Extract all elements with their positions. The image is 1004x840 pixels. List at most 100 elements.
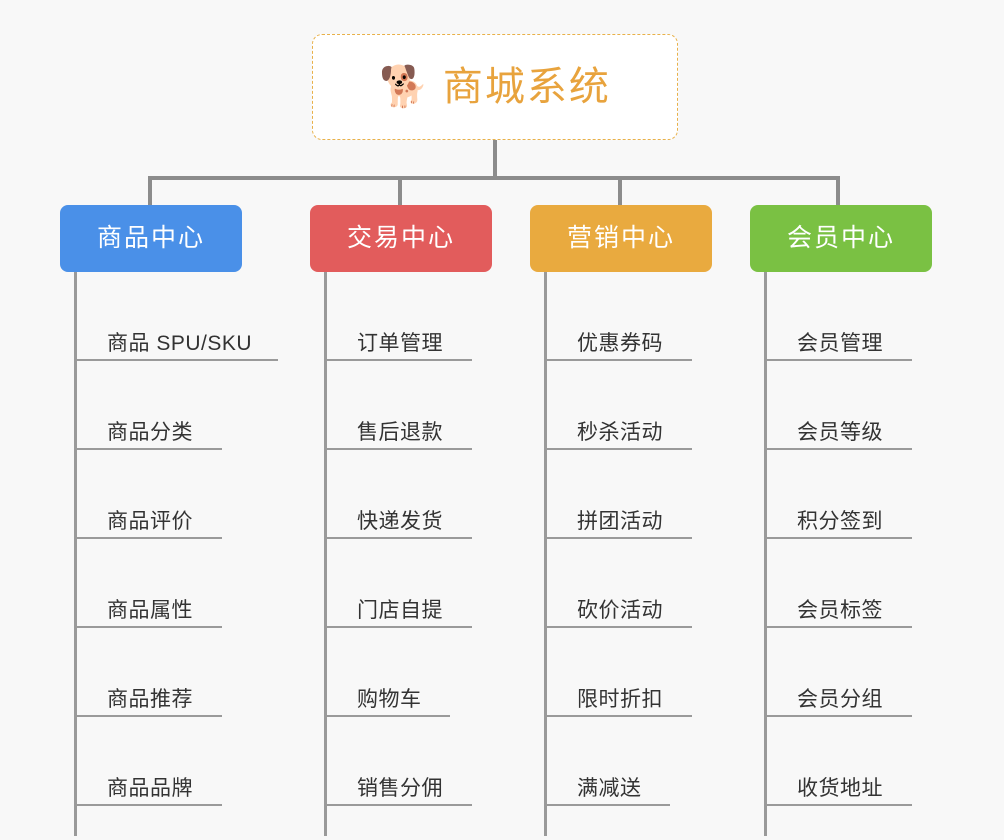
connector-drop-2 [398, 176, 402, 206]
leaf-item[interactable]: 商品评价 [74, 450, 304, 539]
leaf-underline [764, 804, 912, 806]
connector-drop-3 [618, 176, 622, 206]
category-header-1[interactable]: 商品中心 [60, 205, 242, 272]
leaf-item-label: 满减送 [577, 776, 642, 800]
leaf-underline [764, 626, 912, 628]
branch-spine-1 [74, 272, 77, 836]
leaf-item[interactable]: 售后退款 [324, 361, 554, 450]
leaf-underline [324, 804, 472, 806]
category-header-label: 营销中心 [566, 224, 675, 252]
leaf-item[interactable]: 收货地址 [764, 717, 994, 806]
leaf-item-label: 商品推荐 [107, 687, 193, 711]
leaf-item[interactable]: 会员等级 [764, 361, 994, 450]
leaf-list-2: 订单管理 售后退款 快递发货 门店自提 购物车 销售分佣 [324, 272, 554, 806]
category-column-4: 会员中心 会员管理 会员等级 积分签到 会员标签 会员分组 [750, 205, 932, 836]
leaf-item-label: 售后退款 [357, 420, 443, 444]
leaf-item[interactable]: 商品推荐 [74, 628, 304, 717]
leaf-underline [764, 359, 912, 361]
leaf-item[interactable]: 商品品牌 [74, 717, 304, 806]
leaf-underline [74, 537, 222, 539]
category-column-3: 营销中心 优惠券码 秒杀活动 拼团活动 砍价活动 限时折扣 [530, 205, 712, 836]
category-column-1: 商品中心 商品 SPU/SKU 商品分类 商品评价 商品属性 商品推荐 [60, 205, 278, 836]
category-column-2: 交易中心 订单管理 售后退款 快递发货 门店自提 购物车 [310, 205, 492, 836]
category-header-label: 会员中心 [786, 224, 895, 252]
leaf-item[interactable]: 订单管理 [324, 272, 554, 361]
leaf-underline [324, 537, 472, 539]
leaf-item[interactable]: 砍价活动 [544, 539, 774, 628]
connector-horizontal-bus [150, 176, 840, 180]
leaf-list-1: 商品 SPU/SKU 商品分类 商品评价 商品属性 商品推荐 商品品牌 [74, 272, 304, 806]
leaf-item[interactable]: 购物车 [324, 628, 554, 717]
leaf-item-label: 购物车 [357, 687, 422, 711]
leaf-item[interactable]: 商品属性 [74, 539, 304, 628]
leaf-item[interactable]: 商品分类 [74, 361, 304, 450]
leaf-item[interactable]: 门店自提 [324, 539, 554, 628]
branch-spine-3 [544, 272, 547, 836]
leaf-item-label: 商品品牌 [107, 776, 193, 800]
leaf-underline [764, 448, 912, 450]
leaf-underline [764, 715, 912, 717]
leaf-underline [544, 626, 692, 628]
leaf-underline [544, 804, 670, 806]
leaf-underline [544, 359, 692, 361]
leaf-item-label: 快递发货 [357, 509, 443, 533]
leaf-item[interactable]: 商品 SPU/SKU [74, 272, 304, 361]
root-title: 商城系统 [442, 65, 611, 109]
leaf-underline [324, 448, 472, 450]
leaf-item-label: 收货地址 [797, 776, 883, 800]
leaf-item[interactable]: 满减送 [544, 717, 774, 806]
leaf-item-label: 砍价活动 [577, 598, 663, 622]
leaf-underline [74, 804, 222, 806]
leaf-underline [324, 626, 472, 628]
category-header-3[interactable]: 营销中心 [530, 205, 712, 272]
leaf-item[interactable]: 积分签到 [764, 450, 994, 539]
leaf-item[interactable]: 会员管理 [764, 272, 994, 361]
leaf-item-label: 会员等级 [797, 420, 883, 444]
leaf-item[interactable]: 限时折扣 [544, 628, 774, 717]
leaf-item-label: 秒杀活动 [577, 420, 663, 444]
category-header-label: 交易中心 [346, 224, 455, 252]
leaf-item-label: 商品评价 [107, 509, 193, 533]
leaf-item-label: 商品 SPU/SKU [107, 331, 253, 355]
leaf-item-label: 优惠券码 [577, 331, 663, 355]
leaf-item-label: 会员管理 [797, 331, 883, 355]
leaf-list-3: 优惠券码 秒杀活动 拼团活动 砍价活动 限时折扣 满减送 [544, 272, 774, 806]
category-header-2[interactable]: 交易中心 [310, 205, 492, 272]
leaf-item-label: 会员标签 [797, 598, 883, 622]
leaf-item-label: 积分签到 [797, 509, 883, 533]
leaf-item[interactable]: 会员分组 [764, 628, 994, 717]
root-node[interactable]: 🐕 商城系统 [312, 34, 678, 140]
leaf-underline [74, 359, 278, 361]
leaf-item-label: 商品分类 [107, 420, 193, 444]
leaf-item-label: 限时折扣 [577, 687, 663, 711]
leaf-item-label: 订单管理 [357, 331, 443, 355]
leaf-underline [544, 537, 692, 539]
leaf-item-label: 商品属性 [107, 598, 193, 622]
connector-drop-1 [148, 176, 152, 206]
leaf-item-label: 拼团活动 [577, 509, 663, 533]
branch-spine-4 [764, 272, 767, 836]
leaf-item[interactable]: 会员标签 [764, 539, 994, 628]
shiba-dog-face-icon: 🐕 [379, 65, 429, 109]
leaf-underline [324, 715, 450, 717]
leaf-underline [544, 448, 692, 450]
branch-spine-2 [324, 272, 327, 836]
leaf-underline [764, 537, 912, 539]
leaf-underline [74, 715, 222, 717]
category-header-4[interactable]: 会员中心 [750, 205, 932, 272]
leaf-underline [324, 359, 472, 361]
leaf-item[interactable]: 销售分佣 [324, 717, 554, 806]
leaf-underline [74, 448, 222, 450]
leaf-underline [544, 715, 692, 717]
connector-drop-4 [836, 176, 840, 206]
leaf-item[interactable]: 优惠券码 [544, 272, 774, 361]
leaf-item[interactable]: 快递发货 [324, 450, 554, 539]
leaf-item[interactable]: 拼团活动 [544, 450, 774, 539]
leaf-item[interactable]: 秒杀活动 [544, 361, 774, 450]
leaf-list-4: 会员管理 会员等级 积分签到 会员标签 会员分组 收货地址 [764, 272, 994, 806]
leaf-underline [74, 626, 222, 628]
leaf-item-label: 会员分组 [797, 687, 883, 711]
connector-root-stem [493, 140, 497, 178]
category-header-label: 商品中心 [96, 224, 205, 252]
